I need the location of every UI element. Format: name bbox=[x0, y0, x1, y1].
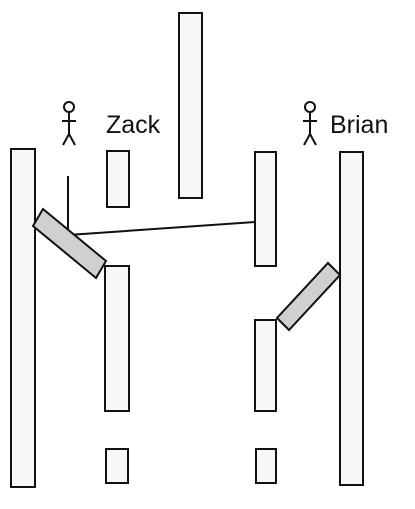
brian-label: Brian bbox=[330, 111, 388, 139]
right-lane-bottom-block bbox=[255, 448, 277, 484]
top-center-pillar bbox=[178, 12, 203, 199]
right-lane-top-block bbox=[254, 151, 277, 267]
right-lane-middle-block bbox=[254, 319, 277, 412]
left-lane-middle-block bbox=[104, 265, 130, 412]
right-outer-wall bbox=[339, 151, 364, 486]
left-lane-bottom-block bbox=[105, 448, 129, 484]
stick-figure-icon bbox=[62, 101, 76, 146]
right-hatched-door bbox=[275, 261, 342, 332]
zack-label: Zack bbox=[106, 111, 161, 139]
left-lane-top-block bbox=[106, 150, 130, 208]
left-outer-wall bbox=[10, 148, 36, 488]
left-hatched-door bbox=[31, 207, 108, 280]
stick-figure-icon bbox=[303, 101, 317, 146]
horizontal-connector-line bbox=[67, 221, 256, 236]
